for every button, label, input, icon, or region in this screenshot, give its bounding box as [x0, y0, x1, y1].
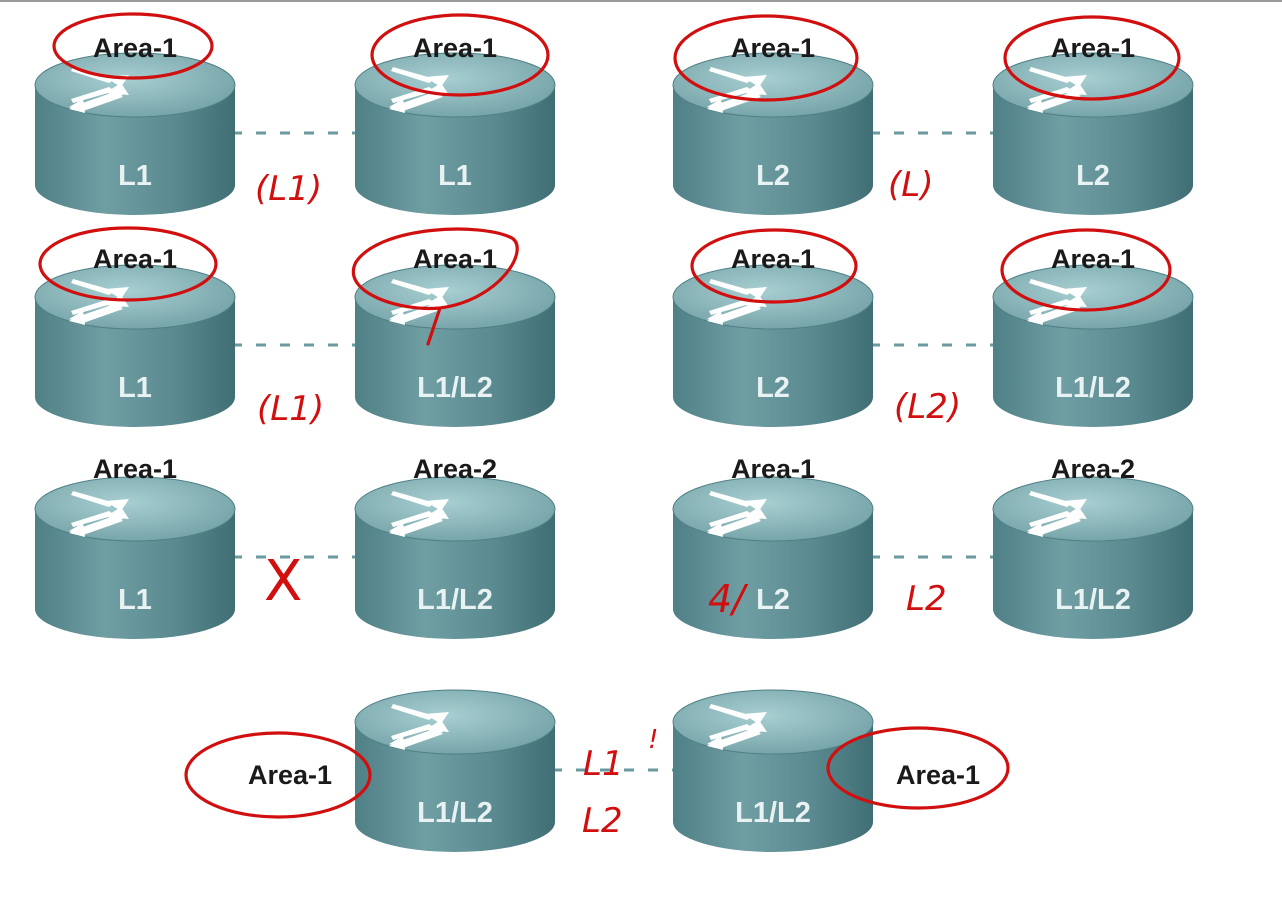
- router-7-left: L1/L2: [354, 689, 556, 853]
- handwritten-level-mark: 4/: [708, 577, 749, 621]
- ink-circle: [1000, 228, 1172, 312]
- router-4-left: L2: [672, 264, 874, 428]
- level-label: L1/L2: [1055, 584, 1131, 616]
- router-1-right: L1: [354, 52, 556, 216]
- ink-circle: [184, 731, 372, 819]
- router-5-left: L1: [34, 476, 236, 640]
- ink-circle: [1003, 15, 1181, 101]
- ink-circle: [38, 226, 218, 302]
- level-label: L1: [118, 372, 152, 404]
- handwritten-annotation: !: [648, 725, 658, 755]
- area-label: Area-1: [731, 244, 815, 274]
- router-7-right: L1/L2: [672, 689, 874, 853]
- area-label: Area-1: [731, 454, 815, 484]
- handwritten-annotation: X: [264, 549, 302, 614]
- handwritten-annotation: (L1): [255, 169, 322, 209]
- area-label: Area-1: [93, 33, 177, 63]
- area-label: Area-2: [413, 454, 497, 484]
- handwritten-annotation: L2: [582, 801, 623, 841]
- router-2-right: L2: [992, 52, 1194, 216]
- level-label: L1/L2: [417, 372, 493, 404]
- level-label: L2: [756, 160, 790, 192]
- ink-circle: [351, 227, 519, 346]
- level-label: L1/L2: [735, 797, 811, 829]
- router-5-right: L1/L2: [354, 476, 556, 640]
- router-2-left: L2: [672, 52, 874, 216]
- level-label: L1/L2: [417, 797, 493, 829]
- area-label: Area-1: [248, 760, 332, 790]
- area-label: Area-1: [413, 244, 497, 274]
- router-6-right: L1/L2: [992, 476, 1194, 640]
- handwritten-annotation: (L1): [257, 389, 324, 429]
- area-label: Area-1: [896, 760, 980, 790]
- handwritten-annotation: (L2): [894, 387, 961, 427]
- ink-circle: [52, 12, 214, 80]
- handwritten-annotation: L2: [906, 579, 947, 619]
- level-label: L2: [756, 372, 790, 404]
- level-label: L1/L2: [417, 584, 493, 616]
- router-6-left: L2: [672, 476, 874, 640]
- level-label: L1: [118, 584, 152, 616]
- area-label: Area-1: [1051, 33, 1135, 63]
- top-border: [0, 0, 1282, 2]
- area-label: Area-2: [1051, 454, 1135, 484]
- level-label: L1: [118, 160, 152, 192]
- level-label: L1/L2: [1055, 372, 1131, 404]
- area-label: Area-1: [93, 244, 177, 274]
- level-label: L2: [1076, 160, 1110, 192]
- area-label: Area-1: [413, 33, 497, 63]
- level-label: L2: [756, 584, 790, 616]
- router-4-right: L1/L2: [992, 264, 1194, 428]
- area-label: Area-1: [93, 454, 177, 484]
- ink-circle: [673, 14, 859, 102]
- ink-circle: [370, 13, 550, 97]
- ink-circle: [690, 228, 858, 304]
- handwritten-annotation: L1: [583, 744, 624, 784]
- area-label: Area-1: [731, 33, 815, 63]
- router-3-right: L1/L2: [354, 264, 556, 428]
- area-label: Area-1: [1051, 244, 1135, 274]
- router-3-left: L1: [34, 264, 236, 428]
- handwritten-annotation: (L): [888, 165, 933, 205]
- ink-circle: [826, 726, 1010, 810]
- level-label: L1: [438, 160, 472, 192]
- router-1-left: L1: [34, 52, 236, 216]
